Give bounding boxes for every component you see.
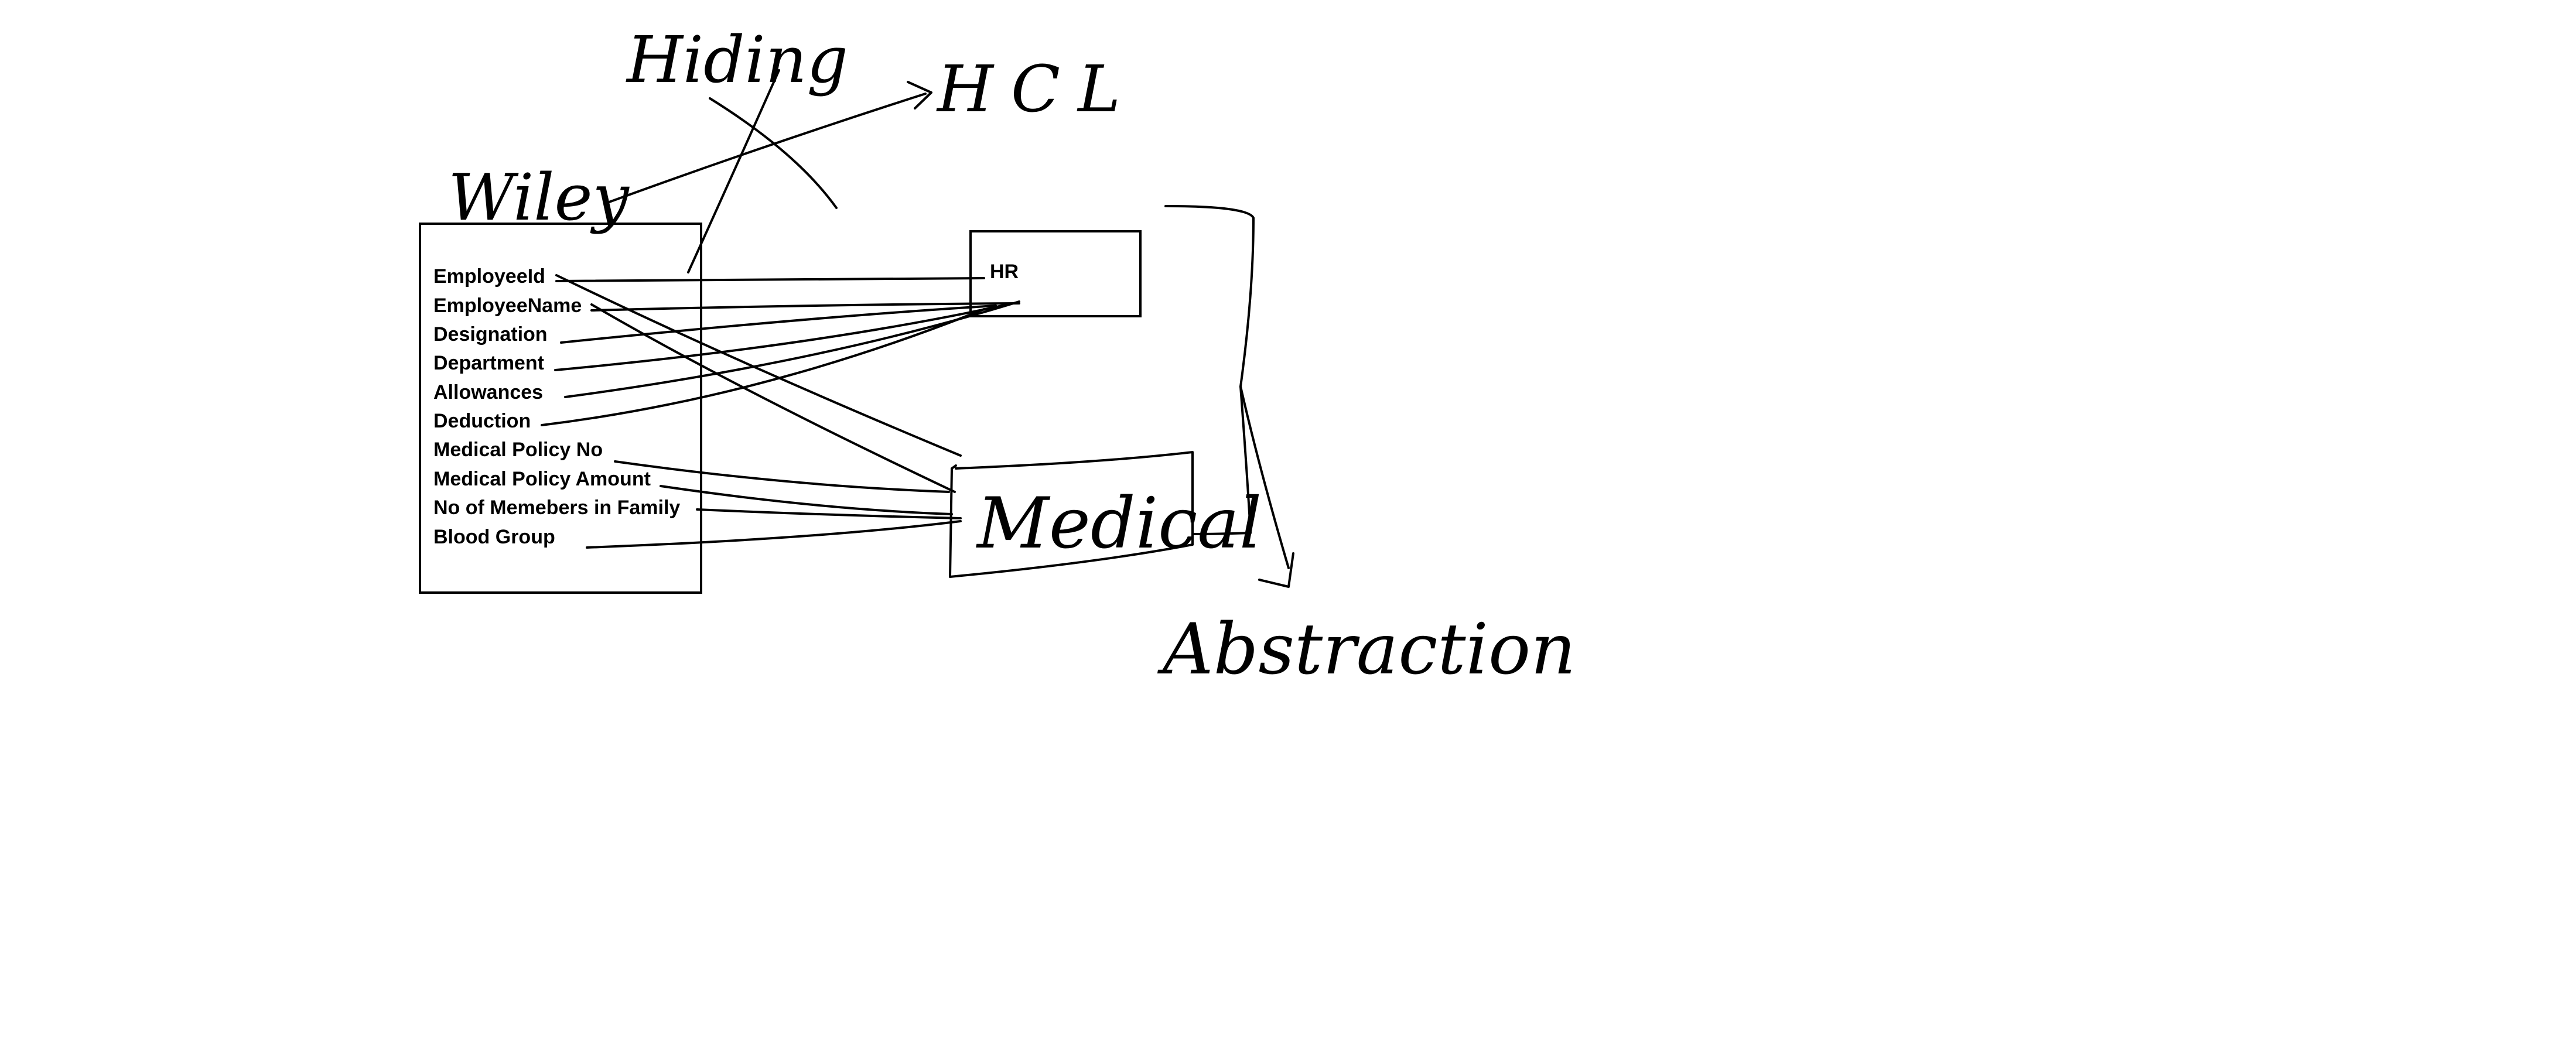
medical-box bbox=[949, 451, 1194, 578]
connector-policy-no-medical bbox=[614, 460, 950, 493]
connector-department-hr bbox=[554, 303, 1009, 371]
employee-box bbox=[419, 223, 702, 594]
wiley-to-hcl-arrowhead bbox=[907, 81, 932, 110]
connector-deduction-hr bbox=[541, 308, 985, 426]
field-medical-policy-amount: Medical Policy Amount bbox=[433, 468, 651, 490]
abstraction-label: Abstraction bbox=[1157, 609, 1576, 690]
connector-policy-amount-medical bbox=[660, 485, 953, 515]
medical-connectors bbox=[555, 274, 962, 549]
field-blood-group: Blood Group bbox=[433, 526, 555, 548]
employee-fields: EmployeeId EmployeeName Designation Depa… bbox=[433, 265, 680, 548]
abstraction-arrowhead bbox=[1258, 552, 1294, 588]
field-medical-policy-no: Medical Policy No bbox=[433, 439, 603, 461]
connector-employee-name-hr bbox=[590, 302, 1020, 312]
medical-label: Medical bbox=[976, 483, 1262, 565]
hiding-label: Hiding bbox=[626, 22, 848, 97]
wiley-to-hcl-arrow bbox=[608, 93, 927, 203]
hcl-label: HCL bbox=[936, 52, 1138, 126]
field-department: Department bbox=[433, 352, 544, 374]
connector-employee-id-medical bbox=[555, 274, 962, 457]
hiding-cross-1 bbox=[687, 69, 780, 273]
field-employee-id: EmployeeId bbox=[433, 265, 545, 288]
field-designation: Designation bbox=[433, 323, 548, 345]
hr-label: HR bbox=[990, 261, 1019, 283]
wiley-label: Wiley bbox=[448, 160, 630, 235]
field-employee-name: EmployeeName bbox=[433, 295, 582, 317]
connector-blood-group-medical bbox=[586, 520, 962, 549]
hr-connectors bbox=[541, 277, 1020, 426]
field-no-of-members: No of Memebers in Family bbox=[433, 497, 680, 519]
abstraction-arrow bbox=[1239, 385, 1290, 569]
abstraction-brace bbox=[1164, 205, 1255, 535]
field-allowances: Allowances bbox=[433, 381, 543, 403]
field-deduction: Deduction bbox=[433, 410, 531, 432]
hr-box bbox=[969, 230, 1142, 317]
connector-employee-id-hr bbox=[555, 277, 985, 282]
connector-designation-hr bbox=[560, 305, 997, 344]
connector-employee-name-medical bbox=[590, 303, 956, 493]
hiding-cross-2 bbox=[709, 97, 838, 209]
connector-members-medical bbox=[696, 508, 962, 519]
